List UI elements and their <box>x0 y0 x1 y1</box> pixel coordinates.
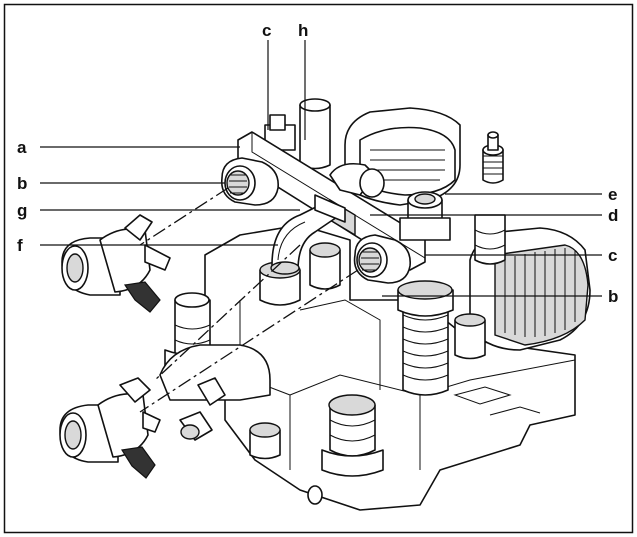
label-b-left: b <box>17 174 27 193</box>
left-connectors <box>159 292 271 401</box>
bleed-screw <box>482 131 504 184</box>
label-d: d <box>608 206 618 225</box>
leader-lines <box>40 40 602 297</box>
drain-plug <box>321 394 384 477</box>
label-b-right: b <box>608 287 618 306</box>
connection-axes <box>139 187 359 413</box>
union-nut-left <box>220 157 279 206</box>
pump <box>454 214 591 360</box>
border <box>3 3 634 534</box>
ball-valve-upper <box>61 214 171 313</box>
label-f: f <box>17 236 23 255</box>
spring-column <box>397 280 454 396</box>
ball-valve-lower <box>59 377 161 479</box>
label-c-top: c <box>262 21 271 40</box>
pressure-gauge <box>399 191 451 241</box>
fill-valve <box>179 377 226 441</box>
label-g: g <box>17 201 27 220</box>
base-fitting-left <box>249 422 281 460</box>
label-a: a <box>17 138 27 157</box>
upper-elbow <box>329 162 385 198</box>
label-h: h <box>298 21 308 40</box>
union-nut-right <box>353 234 412 284</box>
label-e: e <box>608 185 617 204</box>
bend-pipe <box>270 194 346 275</box>
label-c-right: c <box>608 246 617 265</box>
